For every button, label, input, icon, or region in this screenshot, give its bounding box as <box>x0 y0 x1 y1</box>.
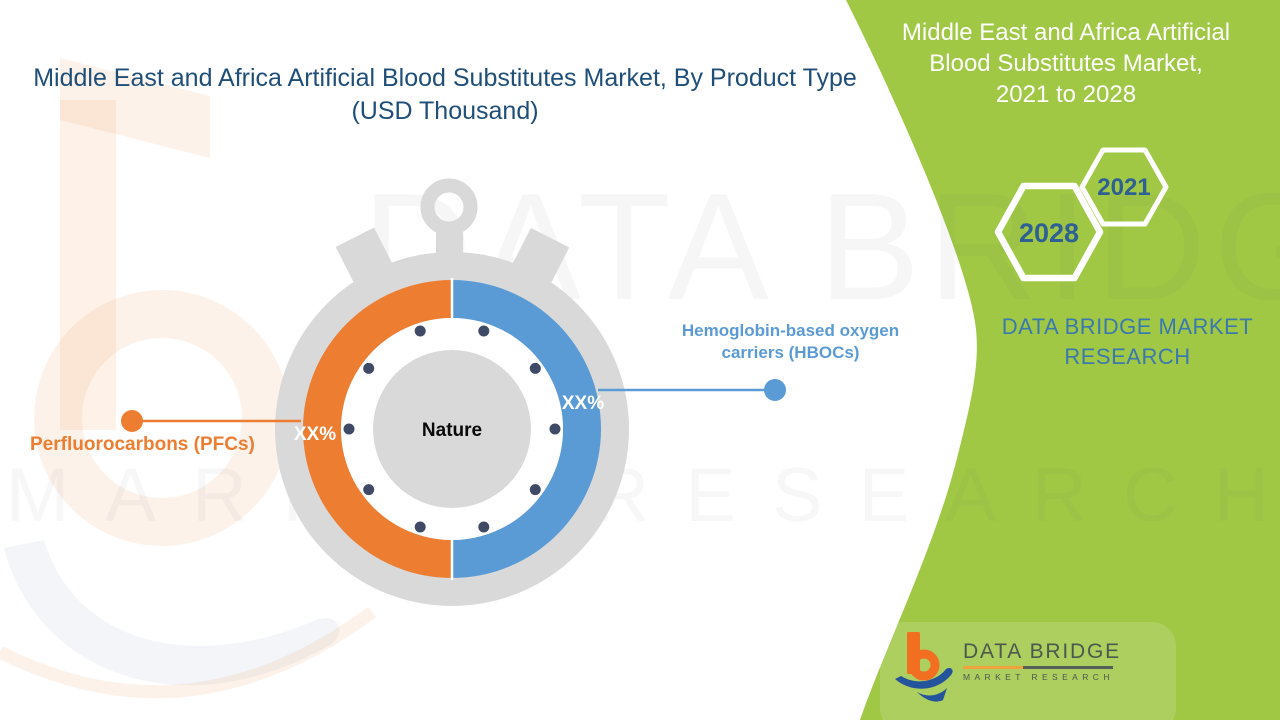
side-panel-heading-line2: Blood Substitutes Market, <box>929 50 1203 77</box>
chart-title: Middle East and Africa Artificial Blood … <box>0 62 890 128</box>
data-bridge-logo-icon <box>895 632 953 702</box>
side-panel-heading: Middle East and Africa Artificial Blood … <box>888 17 1244 110</box>
watermark-text-marketresearch: MARKET RESEARCH <box>6 453 1280 538</box>
donut-segment-hboc <box>452 280 601 578</box>
logo-b-bowl <box>908 649 940 681</box>
logo-text-block: DATA BRIDGE MARKET RESEARCH <box>963 640 1121 682</box>
hboc-leader-dot <box>764 379 786 401</box>
chart-title-line1: Middle East and Africa Artificial Blood … <box>33 64 857 92</box>
side-panel-heading-line1: Middle East and Africa Artificial <box>901 19 1231 46</box>
logo-divider <box>963 666 1113 669</box>
side-panel-brand: DATA BRIDGE MARKET RESEARCH <box>975 312 1280 372</box>
watermark-b-bar <box>60 100 116 430</box>
hexagon-2028-label: 2028 <box>1019 218 1079 248</box>
donut-segment-pfc <box>303 280 452 578</box>
donut-center-label: Nature <box>422 420 482 441</box>
logo-swoosh <box>895 667 953 689</box>
hexagon-2028 <box>994 182 1104 282</box>
label-hemoglobin: Hemoglobin-based oxygen carriers (HBOCs) <box>681 321 900 362</box>
hexagon-2021 <box>1079 147 1169 227</box>
pfc-leader-dot <box>121 410 143 432</box>
watermark-b-flag <box>60 58 210 158</box>
logo-subtitle: MARKET RESEARCH <box>963 671 1114 682</box>
pfc-value-label: XX% <box>294 424 336 445</box>
side-panel-brand-line1: DATA BRIDGE MARKET <box>1001 314 1254 339</box>
logo-swoosh-tail <box>917 688 947 702</box>
side-panel-brand-line2: RESEARCH <box>1064 344 1191 369</box>
watermark-swoosh-orange <box>0 606 376 699</box>
label-perfluorocarbons: Perfluorocarbons (PFCs) <box>30 434 255 455</box>
logo-title: DATA BRIDGE <box>963 640 1121 663</box>
green-panel-shape <box>846 0 1280 720</box>
watermark-swoosh-blue <box>4 540 340 686</box>
data-bridge-logo: DATA BRIDGE MARKET RESEARCH <box>893 630 1163 710</box>
clock-marker-dots <box>343 325 561 533</box>
watermark-b-bowl <box>34 290 290 546</box>
logo-watermark-left <box>0 58 376 699</box>
hexagon-2021-label: 2021 <box>1097 174 1150 201</box>
chart-title-line2: (USD Thousand) <box>351 97 539 125</box>
donut-center-circle <box>373 350 531 508</box>
hboc-value-label: XX% <box>562 393 604 414</box>
side-panel-heading-line3: 2021 to 2028 <box>995 81 1137 108</box>
